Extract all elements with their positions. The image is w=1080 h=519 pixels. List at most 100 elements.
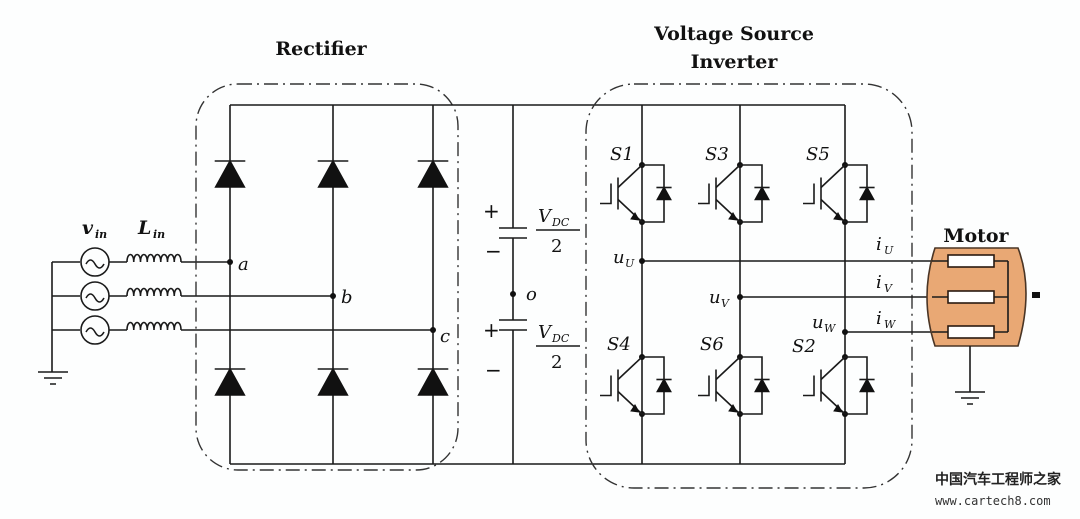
svg-text:+: + [483,318,500,342]
svg-text:DC: DC [551,216,570,229]
motor-winding [947,290,995,304]
igbt-collector [715,356,741,381]
svg-text:V: V [884,282,893,295]
svg-text:in: in [153,228,165,241]
svg-text:2: 2 [551,236,562,257]
diode-icon [754,377,770,393]
svg-text:U: U [625,257,635,270]
input-inductors [126,253,182,331]
diode-icon [859,185,875,201]
svg-text:L: L [137,217,151,239]
node-o-dot [510,291,516,297]
diode-icon [859,377,875,393]
diode-icon [754,185,770,201]
svg-text:u: u [709,287,721,308]
igbt-collector [820,356,846,381]
switch-label-s2: S2 [792,336,816,357]
rectifier-bridge [229,104,845,465]
igbt-gate [698,183,710,205]
svg-text:V: V [721,297,730,310]
svg-text:i: i [876,234,882,255]
emitter-arrow [630,212,640,221]
svg-text:u: u [613,247,625,268]
rectifier-enclosure [195,83,459,471]
ac-source-phase-c [80,315,110,345]
current-label-w: i W [876,308,897,331]
diode-icon [656,185,672,201]
switch-label-s4: S4 [607,334,631,355]
dc-link [499,105,527,464]
rectifier-title: Rectifier [275,38,367,60]
svg-text:DC: DC [551,332,570,345]
diode-icon [417,159,449,188]
voltage-label-u: u U [613,247,635,270]
inductor-label: L in [137,217,165,241]
node-uv-dot [737,294,743,300]
ground-icon [38,371,68,385]
igbt-gate [803,183,815,205]
node-a-dot [227,259,233,265]
svg-text:u: u [812,312,824,333]
emitter-arrow [833,212,843,221]
voltage-label-w: u W [812,312,837,335]
node-uw-dot [842,329,848,335]
motor [926,247,1040,347]
igbt-switch-icon [803,162,875,225]
igbt-switch-icon [803,354,875,417]
diode-icon [656,377,672,393]
svg-text:W: W [884,318,897,331]
svg-text:V: V [538,206,553,227]
switch-label-s1: S1 [610,144,634,165]
diode-icon [214,367,246,396]
source-label: v in [82,217,107,241]
motor-title: Motor [943,225,1009,247]
inductor-icon [126,321,182,331]
switch-label-s5: S5 [806,144,830,165]
diode-icon [417,367,449,396]
current-label-v: i V [876,272,893,295]
svg-text:W: W [824,322,837,335]
motor-ground-icon [955,346,985,405]
node-b-label: b [341,287,353,308]
inductor-icon [126,253,182,263]
svg-text:−: − [485,358,502,382]
igbt-collector [715,164,741,189]
svg-text:v: v [82,217,94,239]
watermark-cn: 中国汽车工程师之家 [935,471,1062,488]
capacitor-lower-label: + − V DC 2 [483,318,580,382]
igbt-gate [698,375,710,397]
node-uu-dot [639,258,645,264]
igbt-collector [820,164,846,189]
svg-text:i: i [876,308,882,329]
igbt-switch-icon [600,354,672,417]
igbt-gate [803,375,815,397]
igbt-switch-icon [698,354,770,417]
svg-text:i: i [876,272,882,293]
inverter-title-line2: Inverter [691,51,779,73]
capacitor-upper-label: + − V DC 2 [483,199,580,263]
node-c-dot [430,327,436,333]
diode-icon [317,367,349,396]
igbt-switch-icon [698,162,770,225]
node-b-dot [330,293,336,299]
node-a-label: a [238,254,249,275]
igbt-switch-icon [600,162,672,225]
emitter-arrow [833,404,843,413]
ac-source-phase-a [80,247,110,277]
rectifier-diodes [214,159,449,396]
watermark-url: www.cartech8.com [935,494,1051,508]
motor-shaft [1032,292,1040,298]
igbt-collector [617,356,643,381]
svg-text:2: 2 [551,352,562,373]
emitter-arrow [630,404,640,413]
voltage-label-v: u V [709,287,730,310]
svg-text:−: − [485,239,502,263]
svg-text:V: V [538,322,553,343]
node-c-label: c [440,326,450,347]
motor-winding [947,325,995,339]
input-phase-wires [109,261,433,331]
motor-winding [947,254,995,268]
ac-source-phase-b [80,281,110,311]
igbt-gate [600,375,612,397]
